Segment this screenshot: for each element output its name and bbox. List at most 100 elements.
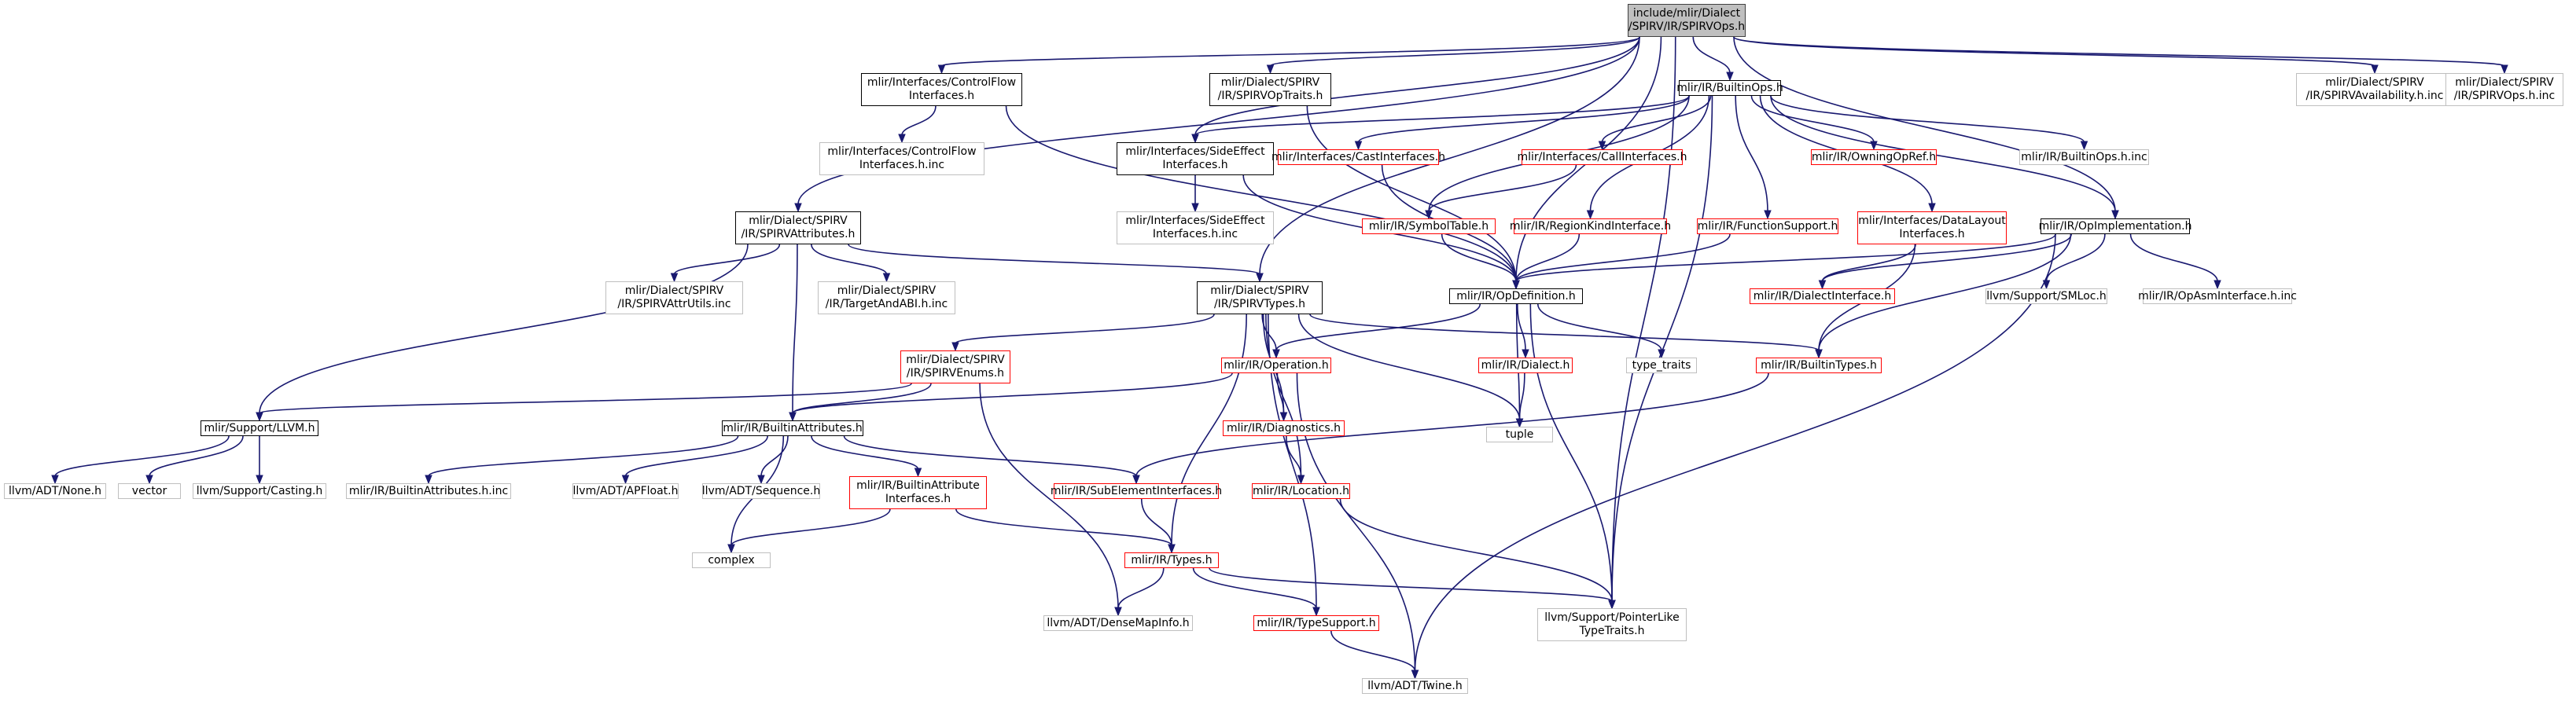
node-label-line: Interfaces.h	[1899, 228, 1965, 240]
node-funcsupport[interactable]: mlir/IR/FunctionSupport.h	[1697, 218, 1838, 234]
node-dialectiface[interactable]: mlir/IR/DialectInterface.h	[1750, 288, 1895, 304]
edge-llvmh-to-vector	[149, 435, 244, 477]
edge-arrowhead	[670, 273, 679, 283]
edge-arrowhead	[1297, 475, 1305, 485]
node-label-line: mlir/IR/Location.h	[1253, 484, 1349, 497]
node-typesupport[interactable]: mlir/IR/TypeSupport.h	[1253, 615, 1379, 631]
node-typetraits[interactable]: type_traits	[1626, 358, 1697, 373]
node-opdef[interactable]: mlir/IR/OpDefinition.h	[1449, 288, 1583, 304]
edge-arrowhead	[727, 544, 735, 554]
node-twine[interactable]: llvm/ADT/Twine.h	[1362, 678, 1468, 694]
node-label-line: mlir/Support/LLVM.h	[204, 421, 315, 435]
edge-arrowhead	[621, 475, 630, 485]
node-location[interactable]: mlir/IR/Location.h	[1252, 483, 1350, 499]
node-avail[interactable]: mlir/Dialect/SPIRV/IR/SPIRVAvailability.…	[2296, 73, 2453, 106]
node-opsinc[interactable]: mlir/Dialect/SPIRV/IR/SPIRVOps.h.inc	[2445, 73, 2563, 106]
edge-arrowhead	[882, 273, 891, 283]
edge-arrowhead	[937, 64, 946, 75]
node-asminc[interactable]: mlir/IR/OpAsmInterface.h.inc	[2138, 288, 2297, 304]
node-label-line: mlir/Dialect/SPIRV	[749, 215, 848, 227]
node-label-line: mlir/IR/BuiltinAttribute	[856, 479, 980, 492]
node-builtinops[interactable]: mlir/IR/BuiltinOps.h	[1676, 80, 1783, 96]
edge-enums-to-llvmh	[259, 383, 912, 414]
edge-builtinops-to-opimpl	[1770, 95, 2116, 212]
edge-arrowhead	[1411, 669, 1419, 680]
node-label-line: mlir/IR/BuiltinAttributes.h	[723, 421, 863, 435]
node-builtintypes[interactable]: mlir/IR/BuiltinTypes.h	[1756, 358, 1882, 373]
node-dialect[interactable]: mlir/IR/Dialect.h	[1478, 358, 1573, 373]
node-tuple[interactable]: tuple	[1486, 427, 1553, 442]
node-apfloat[interactable]: llvm/ADT/APFloat.h	[572, 483, 679, 499]
node-label-line: mlir/Dialect/SPIRV	[837, 284, 937, 297]
edge-types-to-typesh	[1171, 314, 1247, 546]
node-symtab[interactable]: mlir/IR/SymbolTable.h	[1362, 218, 1496, 234]
edge-operation-to-diagnostics	[1276, 372, 1285, 414]
node-attrsinc[interactable]: mlir/IR/BuiltinAttributes.h.inc	[346, 483, 511, 499]
node-builtinopsinc[interactable]: mlir/IR/BuiltinOps.h.inc	[2019, 149, 2149, 165]
node-types[interactable]: mlir/Dialect/SPIRV/IR/SPIRVTypes.h	[1197, 281, 1323, 314]
edge-arrowhead	[1818, 280, 1827, 290]
edge-builtinattrs-to-subelem	[843, 435, 1137, 477]
node-enums[interactable]: mlir/Dialect/SPIRV/IR/SPIRVEnums.h	[900, 350, 1010, 383]
edge-root-to-avail	[1733, 36, 2375, 67]
node-label-line: mlir/Interfaces/ControlFlow	[867, 76, 1017, 89]
node-label-line: llvm/ADT/Twine.h	[1367, 679, 1463, 692]
edge-opimpl-to-smloc	[2045, 233, 2106, 282]
node-regionkind[interactable]: mlir/IR/RegionKindInterface.h	[1510, 218, 1671, 234]
edge-arrowhead	[757, 475, 765, 485]
node-target[interactable]: mlir/Dialect/SPIRV/IR/TargetAndABI.h.inc	[818, 281, 955, 314]
edge-opdef-to-typetraits	[1536, 303, 1662, 351]
node-attrs[interactable]: mlir/Dialect/SPIRV/IR/SPIRVAttributes.h	[735, 211, 861, 244]
node-none[interactable]: llvm/ADT/None.h	[4, 483, 106, 499]
node-call[interactable]: mlir/Interfaces/CallInterfaces.h	[1518, 149, 1687, 165]
node-complex[interactable]: complex	[692, 552, 771, 568]
edge-arrowhead	[1256, 273, 1264, 283]
node-builtinattrs[interactable]: mlir/IR/BuiltinAttributes.h	[722, 420, 863, 436]
edge-arrowhead	[1815, 349, 1823, 359]
edge-arrowhead	[1425, 210, 1433, 220]
node-subelem[interactable]: mlir/IR/SubElementInterfaces.h	[1051, 483, 1222, 499]
node-opimpl[interactable]: mlir/IR/OpImplementation.h	[2038, 218, 2192, 234]
node-vector[interactable]: vector	[118, 483, 181, 499]
node-owning[interactable]: mlir/IR/OwningOpRef.h	[1811, 149, 1937, 165]
node-casting[interactable]: llvm/Support/Casting.h	[193, 483, 326, 499]
edge-arrowhead	[1928, 203, 1936, 213]
node-label-line: mlir/IR/OpImplementation.h	[2038, 219, 2192, 233]
edge-root-to-optraits	[1269, 36, 1640, 67]
node-sequence[interactable]: llvm/ADT/Sequence.h	[702, 483, 820, 499]
node-label-line: /SPIRV/IR/SPIRVOps.h	[1628, 20, 1746, 33]
edge-arrowhead	[898, 134, 906, 144]
node-typesh[interactable]: mlir/IR/Types.h	[1124, 552, 1219, 568]
node-cast[interactable]: mlir/Interfaces/CastInterfaces.h	[1271, 149, 1445, 165]
edge-arrowhead	[1515, 418, 1524, 428]
node-diagnostics[interactable]: mlir/IR/Diagnostics.h	[1223, 420, 1345, 436]
edge-arrowhead	[1764, 210, 1772, 220]
node-label-line: mlir/Interfaces/DataLayout	[1858, 215, 2006, 227]
node-llvmh[interactable]: mlir/Support/LLVM.h	[201, 420, 318, 436]
node-smloc[interactable]: llvm/Support/SMLoc.h	[1985, 288, 2107, 304]
edge-funcsupport-to-opdef	[1515, 233, 1731, 282]
edge-builtinattrs-to-apfloat	[624, 435, 768, 477]
node-optraits[interactable]: mlir/Dialect/SPIRV/IR/SPIRVOpTraits.h	[1209, 73, 1331, 106]
edge-opimpl-to-opdef	[1515, 233, 2056, 282]
node-operation[interactable]: mlir/IR/Operation.h	[1221, 358, 1331, 373]
edge-builtinops-to-sideeffect	[1194, 95, 1690, 136]
edge-arrowhead	[1279, 412, 1288, 422]
node-densemap[interactable]: llvm/ADT/DenseMapInfo.h	[1043, 615, 1193, 631]
edge-attrs-to-builtinattrs	[792, 244, 798, 414]
edge-arrowhead	[2111, 210, 2119, 220]
node-attrutils[interactable]: mlir/Dialect/SPIRV/IR/SPIRVAttrUtils.inc	[605, 281, 743, 314]
node-label-line: TypeTraits.h	[1579, 625, 1645, 637]
edge-arrowhead	[51, 475, 59, 485]
edge-builtinops-to-owning	[1750, 95, 1875, 143]
node-label-line: mlir/IR/OwningOpRef.h	[1811, 150, 1937, 163]
node-root[interactable]: include/mlir/Dialect/SPIRV/IR/SPIRVOps.h	[1628, 4, 1746, 37]
edge-battriface-to-typesh	[955, 508, 1172, 546]
